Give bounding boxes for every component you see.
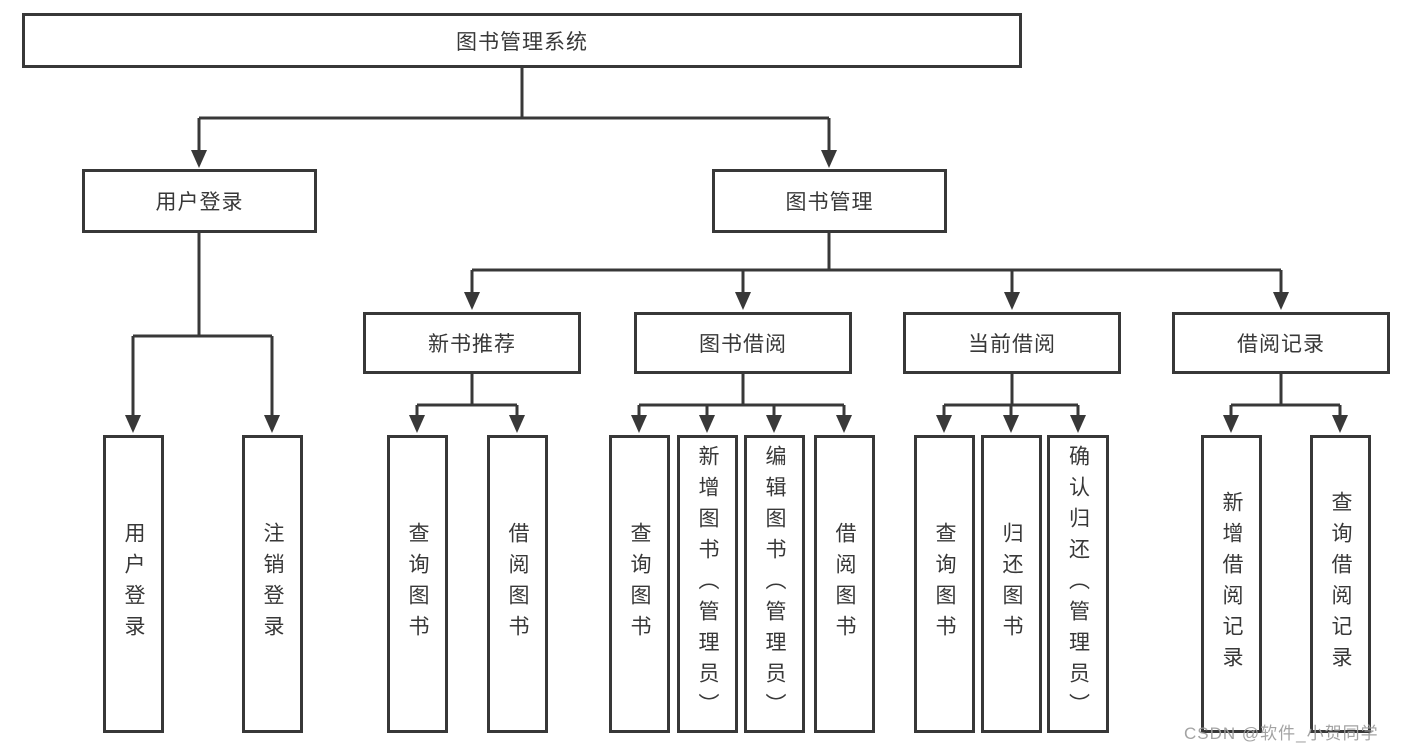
leaf-query-books-current: 查询图书 xyxy=(914,435,975,733)
csdn-watermark: CSDN @软件_小贺同学 xyxy=(1184,724,1379,743)
node-user-login: 用户登录 xyxy=(82,169,317,233)
node-root-system: 图书管理系统 xyxy=(22,13,1022,68)
leaf-edit-books-admin: 编辑图书（管理员） xyxy=(744,435,805,733)
leaf-logout: 注销登录 xyxy=(242,435,303,733)
node-new-book-recommend: 新书推荐 xyxy=(363,312,581,374)
leaf-query-books-borrow: 查询图书 xyxy=(609,435,670,733)
leaf-confirm-return-admin: 确认归还（管理员） xyxy=(1047,435,1109,733)
arrowhead-icons xyxy=(125,150,1348,433)
node-book-borrow: 图书借阅 xyxy=(634,312,852,374)
node-current-borrow: 当前借阅 xyxy=(903,312,1121,374)
leaf-borrow-books: 借阅图书 xyxy=(814,435,875,733)
node-borrow-record: 借阅记录 xyxy=(1172,312,1390,374)
leaf-add-books-admin: 新增图书（管理员） xyxy=(677,435,738,733)
leaf-borrow-books-recommend: 借阅图书 xyxy=(487,435,548,733)
leaf-query-books-recommend: 查询图书 xyxy=(387,435,448,733)
leaf-add-borrow-record: 新增借阅记录 xyxy=(1201,435,1262,733)
leaf-return-books: 归还图书 xyxy=(981,435,1042,733)
leaf-user-login: 用户登录 xyxy=(103,435,164,733)
leaf-query-borrow-record: 查询借阅记录 xyxy=(1310,435,1371,733)
node-book-management: 图书管理 xyxy=(712,169,947,233)
